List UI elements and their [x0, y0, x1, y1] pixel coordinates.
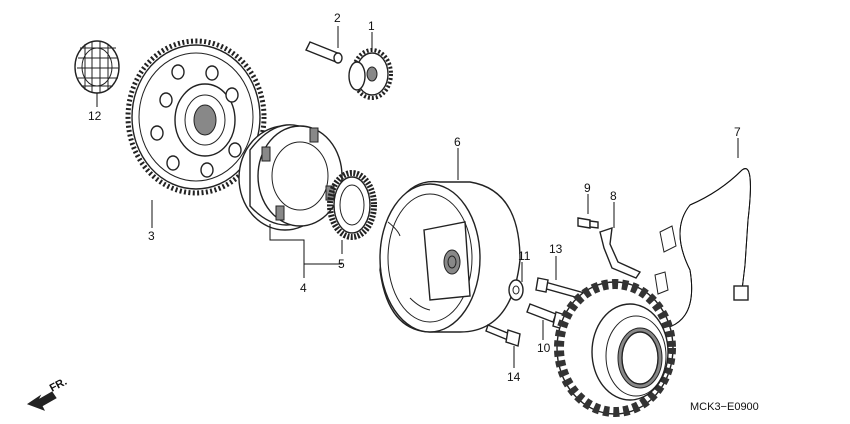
callout-10: 10	[537, 341, 551, 355]
callout-2: 2	[334, 11, 341, 25]
front-direction-arrow: FR.	[26, 376, 69, 411]
callout-9: 9	[584, 181, 591, 195]
callout-14: 14	[507, 370, 521, 384]
callout-4: 4	[300, 281, 307, 295]
clamp-part	[599, 226, 642, 279]
shaft-pin-part	[305, 41, 343, 64]
washer-part	[508, 279, 524, 301]
callout-6: 6	[454, 135, 461, 149]
one-way-clutch-part	[327, 170, 377, 240]
stator-part	[554, 168, 751, 417]
leader-lines	[96, 26, 739, 368]
bolt-14-part	[485, 324, 521, 347]
callout-11: 11	[518, 249, 531, 263]
flywheel-part	[379, 180, 521, 333]
callout-12: 12	[88, 109, 102, 123]
callout-8: 8	[610, 189, 617, 203]
reduction-gear-part	[348, 48, 393, 100]
callout-7: 7	[734, 125, 741, 139]
front-direction-label: FR.	[48, 376, 69, 395]
callout-3: 3	[148, 229, 155, 243]
starter-driven-gear-part	[125, 38, 267, 196]
diagram-code: MCK3−E0900	[690, 401, 759, 413]
starter-clutch-part	[238, 124, 343, 231]
bolt-9-part	[577, 217, 599, 229]
callout-5: 5	[338, 257, 345, 271]
callout-1: 1	[368, 19, 375, 33]
needle-bearing-part	[74, 40, 120, 94]
callout-13: 13	[549, 242, 563, 256]
